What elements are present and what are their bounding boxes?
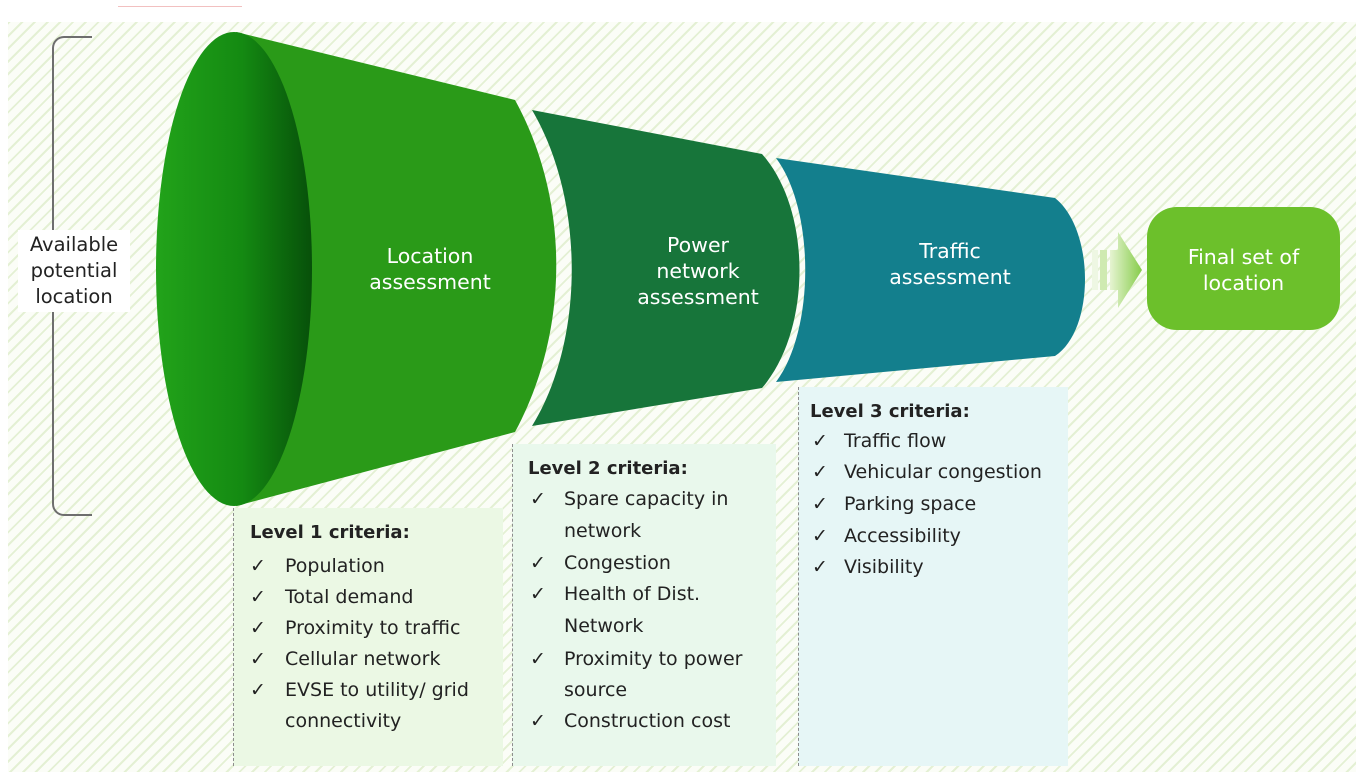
location-assessment-label: Location assessment	[330, 243, 530, 295]
criteria-item-text: Health of Dist.	[564, 583, 701, 605]
stage-label-line: Location	[386, 244, 474, 268]
right-arrow-icon	[1092, 232, 1142, 308]
check-icon: ✓	[250, 679, 266, 701]
left-label-line: potential	[30, 259, 118, 282]
check-icon: ✓	[812, 493, 828, 515]
level-2-criteria-box: Level 2 criteria: ✓ Spare capacity in ne…	[512, 444, 776, 766]
criteria-item-text: Population	[285, 555, 385, 577]
check-icon: ✓	[250, 586, 266, 608]
left-label-line: Available	[29, 233, 119, 256]
level-3-criteria-box: Level 3 criteria: ✓ Traffic flow ✓ Vehic…	[798, 387, 1068, 766]
criteria-item-text: Accessibility	[844, 525, 961, 547]
left-label-line: location	[35, 285, 113, 308]
check-icon: ✓	[530, 552, 546, 574]
dashed-connector	[233, 508, 234, 766]
funnel-mouth	[156, 32, 312, 506]
criteria-item-text: Parking space	[844, 493, 977, 515]
final-set-label: Final set of location	[1147, 244, 1340, 296]
criteria-item-text: Total demand	[285, 586, 414, 608]
criteria-item-text: Proximity to power	[564, 648, 743, 670]
criteria-item-text: Network	[564, 615, 644, 637]
stage-label-line: assessment	[889, 265, 1011, 289]
stage-label-line: network	[656, 259, 740, 283]
check-icon: ✓	[812, 556, 828, 578]
check-icon: ✓	[250, 648, 266, 670]
check-icon: ✓	[812, 525, 828, 547]
criteria-item-text: Vehicular congestion	[844, 461, 1042, 483]
check-icon: ✓	[530, 648, 546, 670]
level-1-criteria-box: Level 1 criteria: ✓ Population ✓ Total d…	[233, 508, 503, 766]
traffic-stage-shape	[776, 158, 1085, 382]
criteria-item-text: Congestion	[564, 552, 671, 574]
dashed-connector	[512, 444, 513, 766]
check-icon: ✓	[250, 617, 266, 639]
criteria-title: Level 3 criteria:	[810, 401, 970, 422]
criteria-title: Level 2 criteria:	[528, 458, 688, 479]
check-icon: ✓	[250, 555, 266, 577]
location-stage-shape	[236, 32, 557, 506]
criteria-item-text: Visibility	[844, 556, 924, 578]
criteria-item-text: Cellular network	[285, 648, 441, 670]
criteria-item-text: Traffic flow	[844, 430, 947, 452]
criteria-title: Level 1 criteria:	[250, 522, 410, 543]
stage-label-line: Traffic	[919, 239, 981, 263]
criteria-item-text: EVSE to utility/ grid	[285, 679, 469, 701]
top-divider	[118, 6, 242, 7]
available-location-label: Available potential location	[18, 230, 130, 312]
check-icon: ✓	[812, 461, 828, 483]
final-label-line: location	[1202, 271, 1285, 295]
criteria-item-text: connectivity	[285, 710, 402, 732]
dashed-connector	[798, 387, 799, 766]
criteria-item-text: Spare capacity in	[564, 488, 729, 510]
stage-label-line: Power	[667, 233, 729, 257]
traffic-assessment-label: Traffic assessment	[850, 238, 1050, 290]
criteria-item-text: Proximity to traffic	[285, 617, 461, 639]
final-set-box	[1147, 207, 1340, 330]
final-label-line: Final set of	[1187, 245, 1300, 269]
stage-label-line: assessment	[637, 285, 759, 309]
check-icon: ✓	[530, 583, 546, 605]
criteria-item-text: source	[564, 679, 628, 701]
check-icon: ✓	[530, 710, 546, 732]
criteria-item-text: Construction cost	[564, 710, 731, 732]
stage-label-line: assessment	[369, 270, 491, 294]
check-icon: ✓	[812, 430, 828, 452]
power-network-assessment-label: Power network assessment	[598, 232, 798, 310]
power-stage-shape	[532, 110, 800, 426]
criteria-item-text: network	[564, 520, 642, 542]
check-icon: ✓	[530, 488, 546, 510]
